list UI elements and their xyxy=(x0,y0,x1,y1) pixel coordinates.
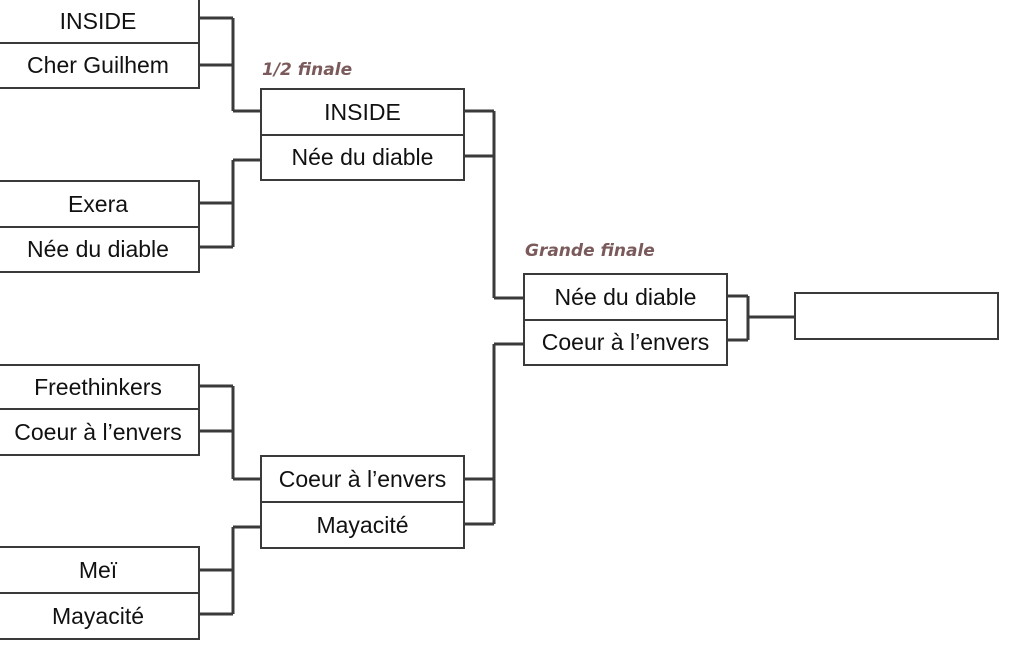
qf2-team-bottom: Née du diable xyxy=(0,226,200,273)
team-name: Mayacité xyxy=(316,511,409,538)
team-name: Coeur à l’envers xyxy=(14,418,182,445)
team-name: INSIDE xyxy=(59,7,137,34)
sf2-team-top: Coeur à l’envers xyxy=(260,455,465,503)
qf1-team-bottom: Cher Guilhem xyxy=(0,42,200,89)
final-team-top: Née du diable xyxy=(523,273,728,321)
team-name: Coeur à l’envers xyxy=(541,329,710,355)
qf3-team-top: Freethinkers xyxy=(0,364,200,410)
sf1-team-top: INSIDE xyxy=(260,88,465,136)
team-name: Freethinkers xyxy=(34,373,162,400)
sf2-team-bottom: Mayacité xyxy=(260,501,465,549)
team-name: Cher Guilhem xyxy=(27,52,169,78)
qf4-team-bottom: Mayacité xyxy=(0,592,200,640)
qf1-team-top: INSIDE xyxy=(0,0,200,44)
winner-box xyxy=(794,292,999,340)
qf4-team-top: Meï xyxy=(0,546,200,594)
team-name: Née du diable xyxy=(554,283,697,310)
semi-final-label: 1/2 finale xyxy=(262,60,353,80)
final-team-bottom: Coeur à l’envers xyxy=(523,319,728,366)
qf2-team-top: Exera xyxy=(0,180,200,228)
team-name: Née du diable xyxy=(27,236,169,262)
sf1-team-bottom: Née du diable xyxy=(260,134,465,181)
qf3-team-bottom: Coeur à l’envers xyxy=(0,408,200,456)
team-name: Née du diable xyxy=(291,144,434,170)
team-name: Coeur à l’envers xyxy=(278,465,447,492)
team-name: INSIDE xyxy=(324,98,401,125)
team-name: Meï xyxy=(78,556,118,583)
grand-final-label: Grande finale xyxy=(525,241,655,261)
team-name: Mayacité xyxy=(51,602,145,629)
team-name: Exera xyxy=(67,190,129,217)
